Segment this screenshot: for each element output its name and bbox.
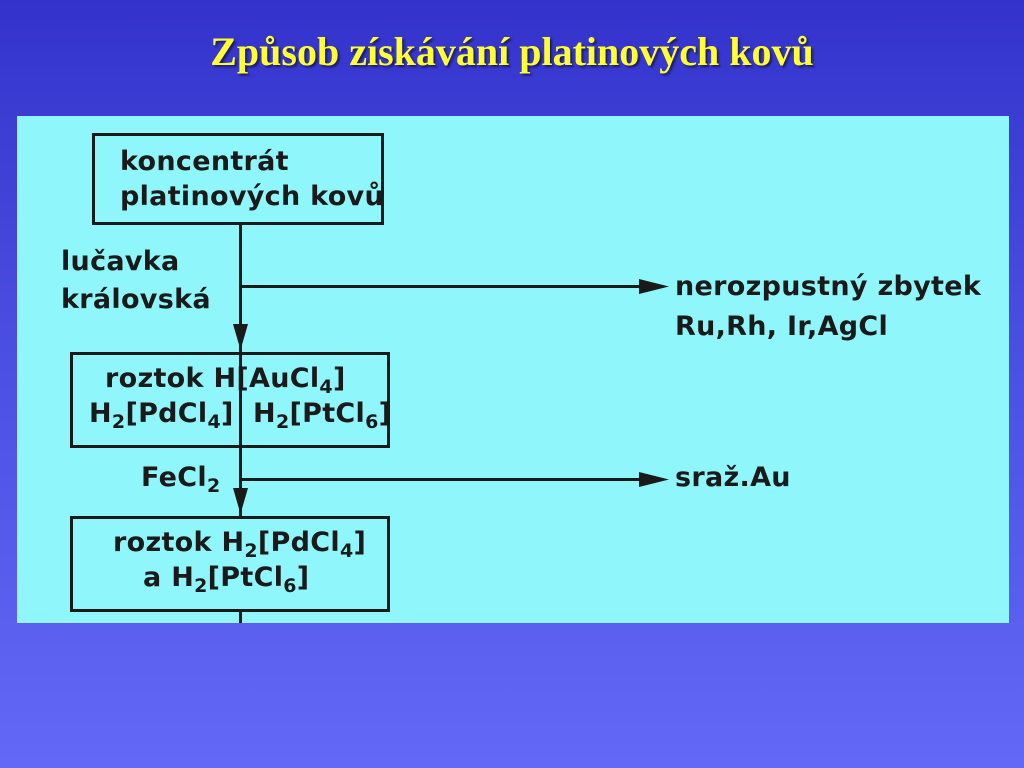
box2-l2-b: [PdCl <box>125 398 208 430</box>
connector-box3-down <box>239 610 242 623</box>
reagent-aqua-regia-line1: lučavka <box>61 246 180 277</box>
box2-l2-d-sub: 2 <box>275 411 290 434</box>
box-solution-2: roztok H2[PdCl4] a H2[PtCl6] <box>70 516 390 612</box>
box-concentrate-line1: koncentrát <box>120 146 289 177</box>
box2-l2-e: [PtCl <box>289 398 366 430</box>
box3-l1-b: [PdCl <box>257 527 340 558</box>
box2-l2-d: H <box>253 398 276 430</box>
branch-line-1 <box>239 285 649 288</box>
arrowhead-down-1 <box>233 324 248 350</box>
box-solution-1-line1: roztok H[AuCl4] <box>105 361 387 398</box>
arrowheads <box>233 279 669 514</box>
box3-l1-a: roztok H <box>113 527 245 558</box>
box2-text-b: ] <box>332 363 346 394</box>
reagent-fecl2: FeCl2 <box>141 460 221 497</box>
box3-l1-b-sub: 4 <box>339 540 354 562</box>
box-solution-2-line2: a H2[PtCl6] <box>143 560 387 598</box>
box2-l2-a: H <box>89 398 112 430</box>
output-insoluble-residue-line1: nerozpustný zbytek <box>675 271 982 302</box>
arrowhead-right-1 <box>639 279 669 294</box>
box-concentrate: koncentrát platinových kovů <box>92 133 384 225</box>
arrowhead-down-2 <box>233 488 248 514</box>
box2-sub-a: 4 <box>319 376 333 398</box>
box3-l1-c: ] <box>353 527 367 558</box>
connector-box2-box3 <box>239 448 242 516</box>
box-solution-1-line2: H2[PdCl4] H2[PtCl6] <box>89 396 391 434</box>
output-insoluble-residue-line2: Ru,Rh, Ir,AgCl <box>675 311 889 342</box>
box3-l2-a: a H <box>143 562 195 594</box>
output-gold-precipitate: sraž.Au <box>675 462 791 493</box>
box2-l2-b-sub: 4 <box>207 411 221 434</box>
box-concentrate-line2: platinových kovů <box>120 181 384 213</box>
arrowhead-right-2 <box>639 472 669 487</box>
flowchart-panel: koncentrát platinových kovů lučavka král… <box>17 116 1009 623</box>
box2-l2-c: ] <box>221 398 234 430</box>
reagent-fecl2-text: FeCl <box>141 462 207 493</box>
branch-line-2 <box>239 478 649 481</box>
box-solution-2-line1: roztok H2[PdCl4] <box>113 525 387 562</box>
reagent-fecl2-sub: 2 <box>206 475 221 497</box>
box3-l2-b: [PtCl <box>207 562 284 594</box>
box3-l2-a-sub: 2 <box>194 575 208 598</box>
box3-l2-c: ] <box>296 562 310 594</box>
box3-l2-b-sub: 6 <box>283 575 297 598</box>
box2-l2-f: ] <box>378 398 392 430</box>
box2-l2-a-sub: 2 <box>111 411 126 434</box>
box2-l2-e-sub: 6 <box>365 411 379 434</box>
box2-text-a: roztok H[AuCl <box>105 363 320 394</box>
box3-l1-a-sub: 2 <box>244 540 258 562</box>
box-solution-1: roztok H[AuCl4] H2[PdCl4] H2[PtCl6] <box>70 352 391 448</box>
reagent-aqua-regia-line2: královská <box>61 284 211 315</box>
slide-title: Způsob získávání platinových kovů <box>210 29 814 74</box>
